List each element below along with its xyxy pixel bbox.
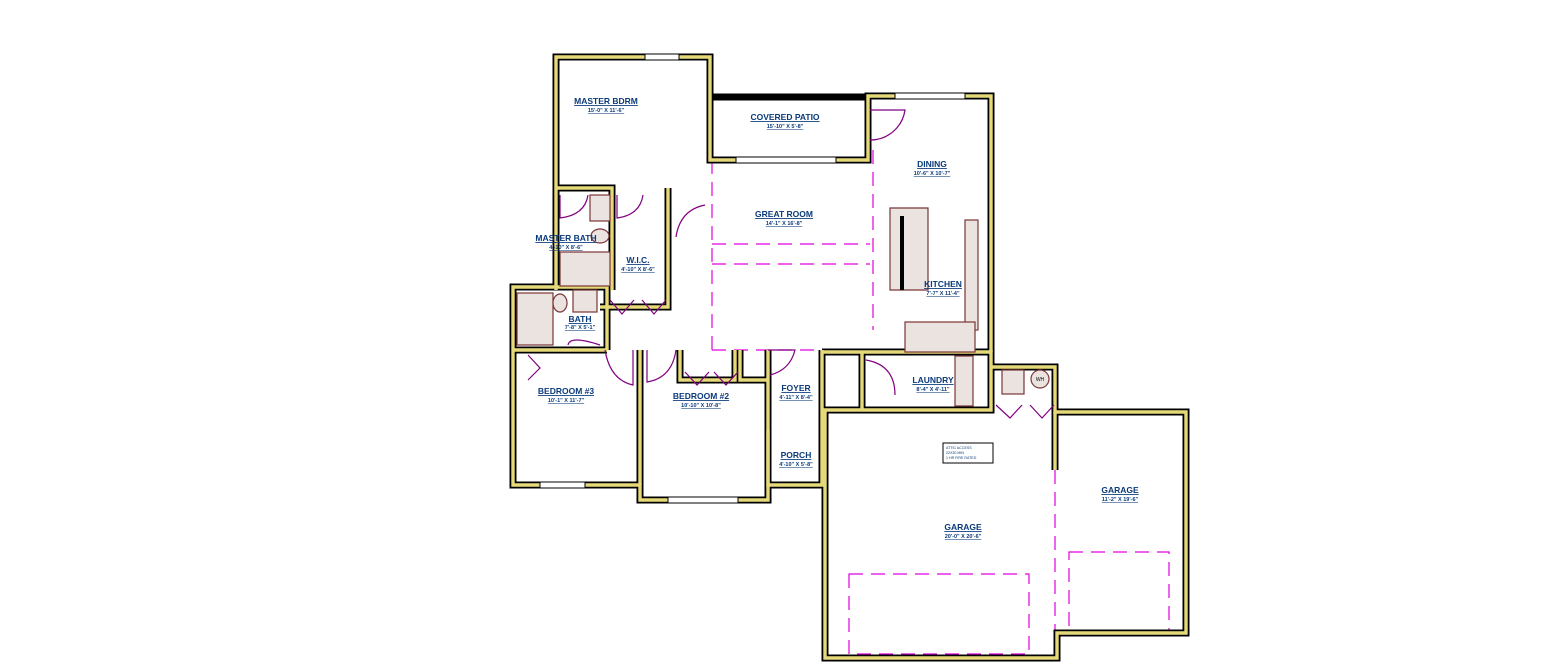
svg-text:GARAGE: GARAGE	[1101, 485, 1139, 495]
svg-text:BATH: BATH	[569, 314, 592, 324]
svg-text:20'-0" X 20'-6": 20'-0" X 20'-6"	[945, 534, 982, 540]
garage-note: ATTIC ACCESS 22X30 MIN 1 HR FIRE RATED	[942, 442, 994, 464]
svg-text:15'-10" X 5'-8": 15'-10" X 5'-8"	[767, 124, 804, 130]
room-great-room: GREAT ROOM 14'-1" X 16'-8"	[755, 209, 813, 227]
room-dining: DINING 10'-6" X 10'-7"	[914, 159, 951, 177]
svg-text:DINING: DINING	[917, 159, 947, 169]
svg-text:PORCH: PORCH	[781, 450, 812, 460]
svg-text:4'-10" X 5'-8": 4'-10" X 5'-8"	[779, 462, 813, 468]
svg-text:W.I.C.: W.I.C.	[626, 255, 649, 265]
toilet	[552, 293, 568, 313]
svg-text:4'-10" X 8'-6": 4'-10" X 8'-6"	[621, 267, 655, 273]
svg-text:BEDROOM #2: BEDROOM #2	[673, 391, 729, 401]
room-master-bath: MASTER BATH 4'-10" X 8'-6"	[535, 233, 596, 251]
windows	[539, 53, 966, 504]
room-covered-patio: COVERED PATIO 15'-10" X 5'-8"	[750, 112, 819, 130]
walls	[509, 53, 1190, 662]
kitchen-counter	[964, 219, 979, 331]
svg-text:BEDROOM #3: BEDROOM #3	[538, 386, 594, 396]
svg-text:1 HR FIRE RATED: 1 HR FIRE RATED	[946, 456, 977, 460]
fixtures: WH	[516, 194, 1050, 407]
svg-text:GREAT ROOM: GREAT ROOM	[755, 209, 813, 219]
room-wic: W.I.C. 4'-10" X 8'-6"	[621, 255, 655, 273]
svg-text:7'-8" X 5'-1": 7'-8" X 5'-1"	[565, 325, 596, 331]
svg-text:10'-1" X 11'-7": 10'-1" X 11'-7"	[548, 398, 585, 404]
utility-sink	[1001, 369, 1025, 395]
svg-text:15'-0" X 11'-6": 15'-0" X 11'-6"	[588, 108, 625, 114]
room-garage-main: GARAGE 20'-0" X 20'-6"	[944, 522, 982, 540]
kitchen-island	[889, 207, 929, 291]
svg-text:7'-7" X 11'-4": 7'-7" X 11'-4"	[926, 291, 960, 297]
master-shower	[559, 251, 611, 287]
washer-dryer	[954, 355, 974, 407]
svg-text:ATTIC ACCESS: ATTIC ACCESS	[946, 446, 972, 450]
room-master-bdrm: MASTER BDRM 15'-0" X 11'-6"	[574, 96, 638, 114]
svg-text:4'-10" X 8'-6": 4'-10" X 8'-6"	[549, 245, 583, 251]
svg-text:FOYER: FOYER	[781, 383, 810, 393]
room-labels: MASTER BDRM 15'-0" X 11'-6" COVERED PATIO…	[535, 96, 1139, 540]
master-sink	[589, 194, 611, 222]
room-laundry: LAUNDRY 8'-4" X 4'-11"	[912, 375, 954, 393]
svg-text:KITCHEN: KITCHEN	[924, 279, 962, 289]
svg-text:GARAGE: GARAGE	[944, 522, 982, 532]
svg-text:LAUNDRY: LAUNDRY	[912, 375, 954, 385]
svg-text:4'-11" X 8'-4": 4'-11" X 8'-4"	[779, 395, 813, 401]
room-garage-side: GARAGE 11'-2" X 19'-6"	[1101, 485, 1139, 503]
svg-text:8'-4" X 4'-11": 8'-4" X 4'-11"	[916, 387, 950, 393]
water-heater	[1030, 369, 1050, 389]
master-toilet	[590, 228, 610, 244]
svg-text:COVERED PATIO: COVERED PATIO	[750, 112, 819, 122]
bath-sink	[572, 289, 598, 313]
bathtub	[516, 292, 554, 346]
room-bedroom-2: BEDROOM #2 10'-10" X 10'-8"	[673, 391, 729, 409]
room-kitchen: KITCHEN 7'-7" X 11'-4"	[924, 279, 962, 297]
room-bedroom-3: BEDROOM #3 10'-1" X 11'-7"	[538, 386, 594, 404]
svg-text:10'-6" X 10'-7": 10'-6" X 10'-7"	[914, 171, 951, 177]
room-porch: PORCH 4'-10" X 5'-8"	[779, 450, 813, 468]
doors	[527, 109, 1055, 419]
svg-text:11'-2" X 19'-6": 11'-2" X 19'-6"	[1102, 497, 1139, 503]
svg-text:22X30 MIN: 22X30 MIN	[946, 451, 964, 455]
svg-text:10'-10" X 10'-8": 10'-10" X 10'-8"	[681, 403, 721, 409]
room-foyer: FOYER 4'-11" X 8'-4"	[779, 383, 813, 401]
svg-text:MASTER BATH: MASTER BATH	[535, 233, 596, 243]
svg-text:14'-1" X 16'-8": 14'-1" X 16'-8"	[766, 221, 803, 227]
svg-text:MASTER BDRM: MASTER BDRM	[574, 96, 638, 106]
water-heater-label: WH	[1036, 377, 1045, 383]
kitchen-range	[904, 321, 976, 353]
